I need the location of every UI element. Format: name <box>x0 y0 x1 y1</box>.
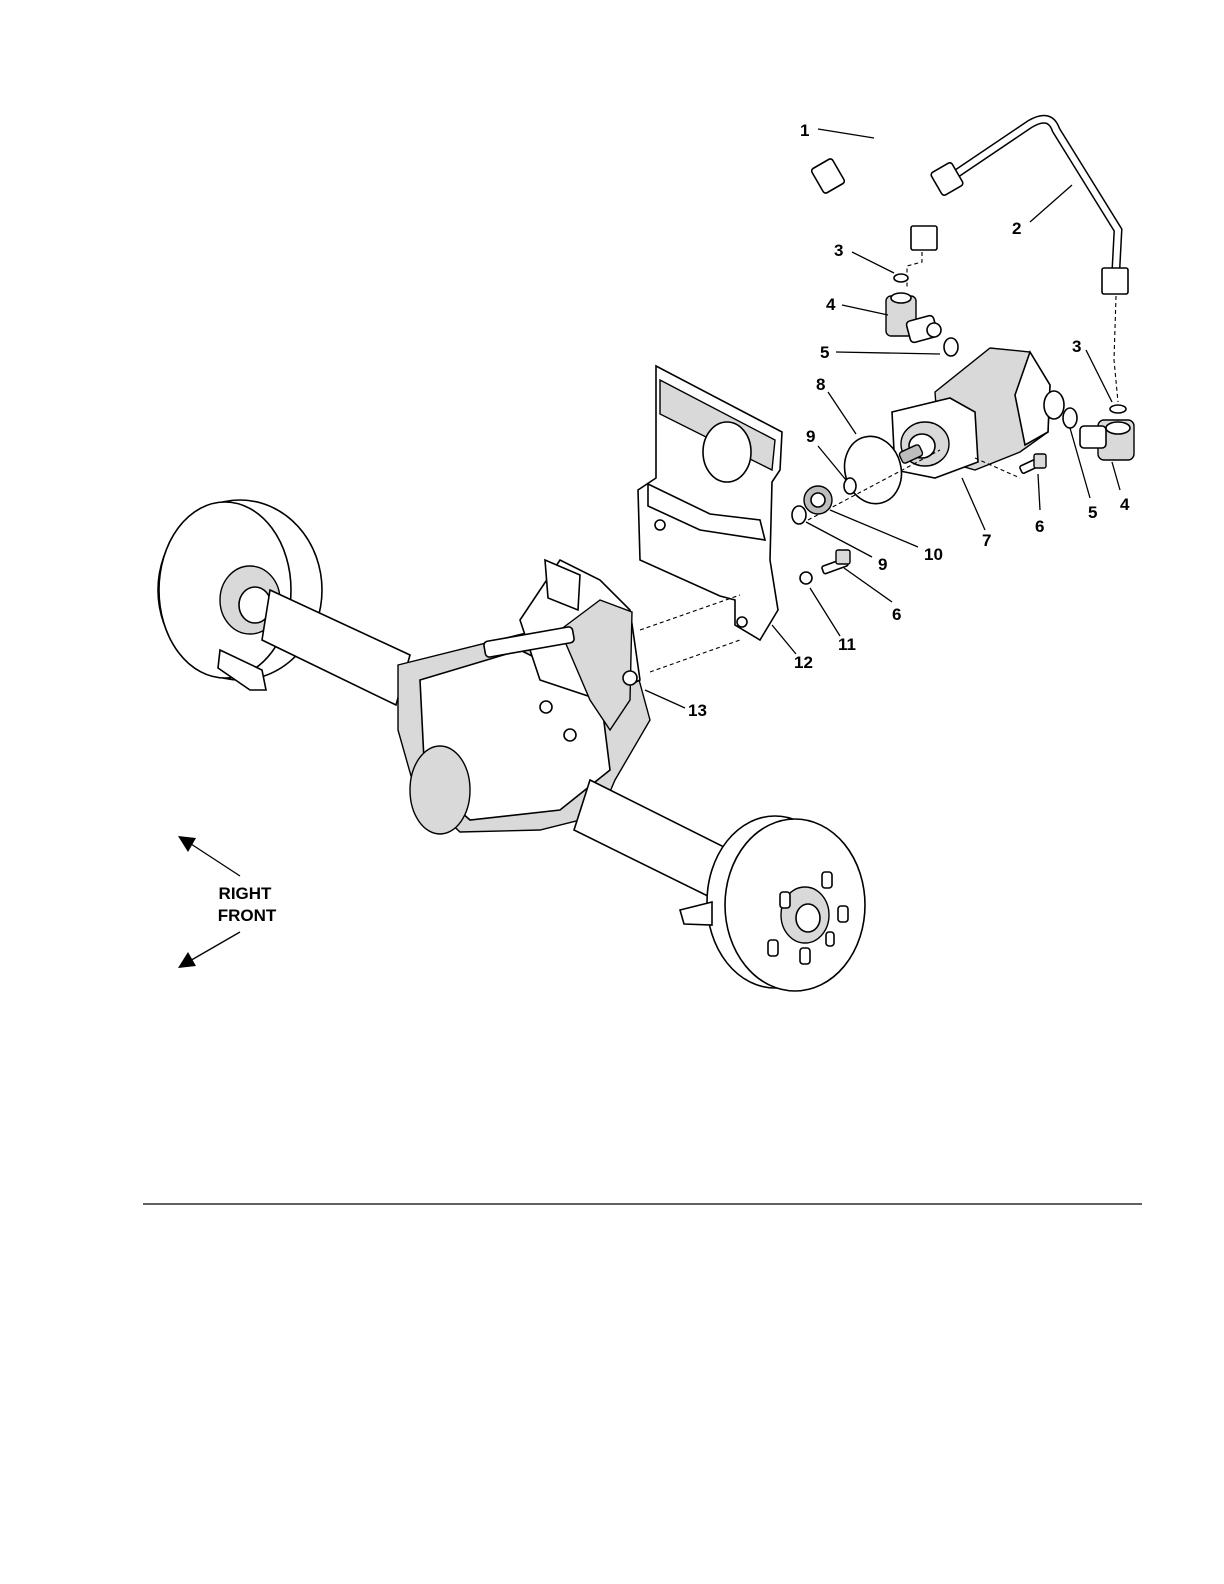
o-ring-5-left <box>944 338 958 356</box>
callout-2: 2 <box>1012 219 1021 238</box>
alignment-line-bracket-lower <box>650 640 740 672</box>
elbow-fitting-4-right <box>1080 420 1134 460</box>
arrow-front-line <box>188 932 240 962</box>
leader-7 <box>962 478 985 530</box>
snap-ring-9-lower <box>792 506 806 524</box>
o-ring-3-right <box>1110 405 1126 413</box>
arrow-right-head <box>178 836 196 852</box>
leader-8 <box>828 392 856 434</box>
leader-2 <box>1030 185 1072 222</box>
alignment-line-bracket-upper <box>640 595 740 630</box>
callout-7: 7 <box>982 531 991 550</box>
callout-3-right: 3 <box>1072 337 1081 356</box>
callout-5-left: 5 <box>820 343 829 362</box>
bolt-6-lower <box>821 550 850 574</box>
o-ring-3-left <box>894 274 908 282</box>
direction-label-front: FRONT <box>218 906 277 925</box>
direction-indicator: RIGHT FRONT <box>178 836 277 968</box>
callout-5-right: 5 <box>1088 503 1097 522</box>
leader-11 <box>810 588 840 636</box>
leader-9a <box>818 446 846 480</box>
bolt-6-upper <box>1019 454 1046 474</box>
leader-13 <box>645 690 685 708</box>
callout-4-left: 4 <box>826 295 836 314</box>
axle-tube-left <box>262 590 410 705</box>
callout-6-lower: 6 <box>892 605 901 624</box>
mounting-bracket-12 <box>638 366 782 640</box>
arrow-front-head <box>178 952 196 968</box>
callout-12: 12 <box>794 653 813 672</box>
o-ring-5-right <box>1063 408 1077 428</box>
leader-3a <box>852 252 894 273</box>
callout-8: 8 <box>816 375 825 394</box>
hydraulic-tube-1 <box>811 128 938 250</box>
washer-11 <box>800 572 812 584</box>
callout-13: 13 <box>688 701 707 720</box>
direction-label-right: RIGHT <box>219 884 273 903</box>
leader-5a <box>836 352 940 354</box>
leader-4a <box>842 305 888 315</box>
callout-9-upper: 9 <box>806 427 815 446</box>
leader-6a <box>1038 474 1040 510</box>
arrow-right-line <box>188 842 240 876</box>
leader-3b <box>1086 350 1112 402</box>
leader-12 <box>772 625 796 654</box>
leader-1 <box>818 129 874 138</box>
gear-10 <box>804 486 832 514</box>
callout-1: 1 <box>800 121 809 140</box>
alignment-line-tube-1 <box>907 252 922 288</box>
callout-11: 11 <box>838 635 856 654</box>
hydraulic-tube-2 <box>930 119 1128 294</box>
callout-6-upper: 6 <box>1035 517 1044 536</box>
alignment-line-tube-2 <box>1114 296 1118 402</box>
elbow-fitting-4-left <box>886 293 941 343</box>
callout-4-right: 4 <box>1120 495 1130 514</box>
callout-10: 10 <box>924 545 943 564</box>
wheel-drum-left <box>158 500 322 690</box>
snap-ring-9-upper <box>844 478 856 494</box>
callout-9-lower: 9 <box>878 555 887 574</box>
callout-3-left: 3 <box>834 241 843 260</box>
leader-4b <box>1112 462 1120 490</box>
